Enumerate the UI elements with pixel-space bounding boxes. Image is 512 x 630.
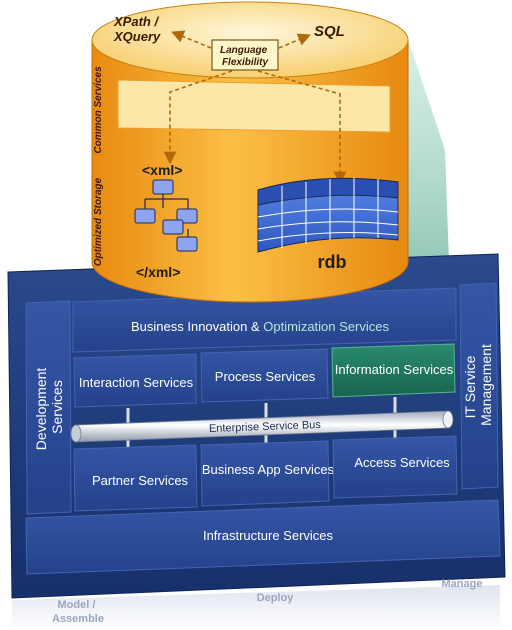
language-flexibility-label: Language Flexibility [220,45,270,68]
svg-text:IT Service Management: IT Service Management [462,344,494,426]
language-flexibility-arrows [163,30,347,185]
development-services-line1: Development [33,368,49,451]
svg-text:Model / Assemble: Model / Assemble [52,599,104,625]
common-services-slot [117,79,391,133]
it-service-management-box[interactable] [459,282,499,490]
manage-label: Manage [442,578,483,590]
xml-open-tag: <xml> [142,162,182,178]
rdb-table-icon [257,177,399,253]
process-services-label: Process Services [215,369,316,384]
xpath-xquery-label: XPath / XQuery [113,14,162,44]
xml-tree-icon [134,179,198,252]
deploy-label: Deploy [257,592,295,604]
rdb-label: rdb [318,252,347,272]
information-services-box[interactable] [331,343,456,398]
information-services-label: Information Services [335,362,454,377]
model-line1: Model / [58,599,96,611]
access-services-box[interactable] [332,435,458,499]
language-flexibility-box [211,39,279,71]
development-services-box[interactable] [25,300,72,515]
interaction-services-box[interactable] [73,353,197,408]
development-services-line2: Services [49,380,65,434]
data-server-cylinder: Common Services Optimized Storage XPath … [91,1,409,303]
it-service-line1: IT Service [462,355,478,418]
cylinder-body [91,39,409,303]
partner-services-label: Partner Services [92,473,189,488]
interaction-services-label: Interaction Services [79,375,194,390]
enterprise-service-bus[interactable]: Enterprise Service Bus [70,410,454,443]
sql-label: SQL [314,23,345,40]
common-services-label: Common Services [93,66,104,154]
infrastructure-services-box[interactable] [25,499,501,575]
lifecycle-labels: Model / Assemble Deploy Manage [52,578,482,625]
business-app-services-box[interactable] [200,440,330,507]
access-services-label: Access Services [354,455,450,470]
optimized-storage-label: Optimized Storage [93,177,104,266]
model-line2: Assemble [52,613,104,625]
process-services-box[interactable] [200,348,329,403]
floor-reflection [12,585,500,630]
enterprise-service-bus-label: Enterprise Service Bus [209,419,322,435]
xml-close-tag: </xml> [136,264,180,280]
infrastructure-services-label: Infrastructure Services [203,528,334,543]
platform: Development Services IT Service Manageme… [7,253,506,599]
svg-text:Development Services: Development Services [33,364,65,450]
partner-services-box[interactable] [73,444,198,512]
it-service-line2: Management [478,344,494,426]
business-app-services-label: Business App Services [202,462,335,477]
business-innovation-label: Business Innovation & Optimization Servi… [131,319,389,334]
